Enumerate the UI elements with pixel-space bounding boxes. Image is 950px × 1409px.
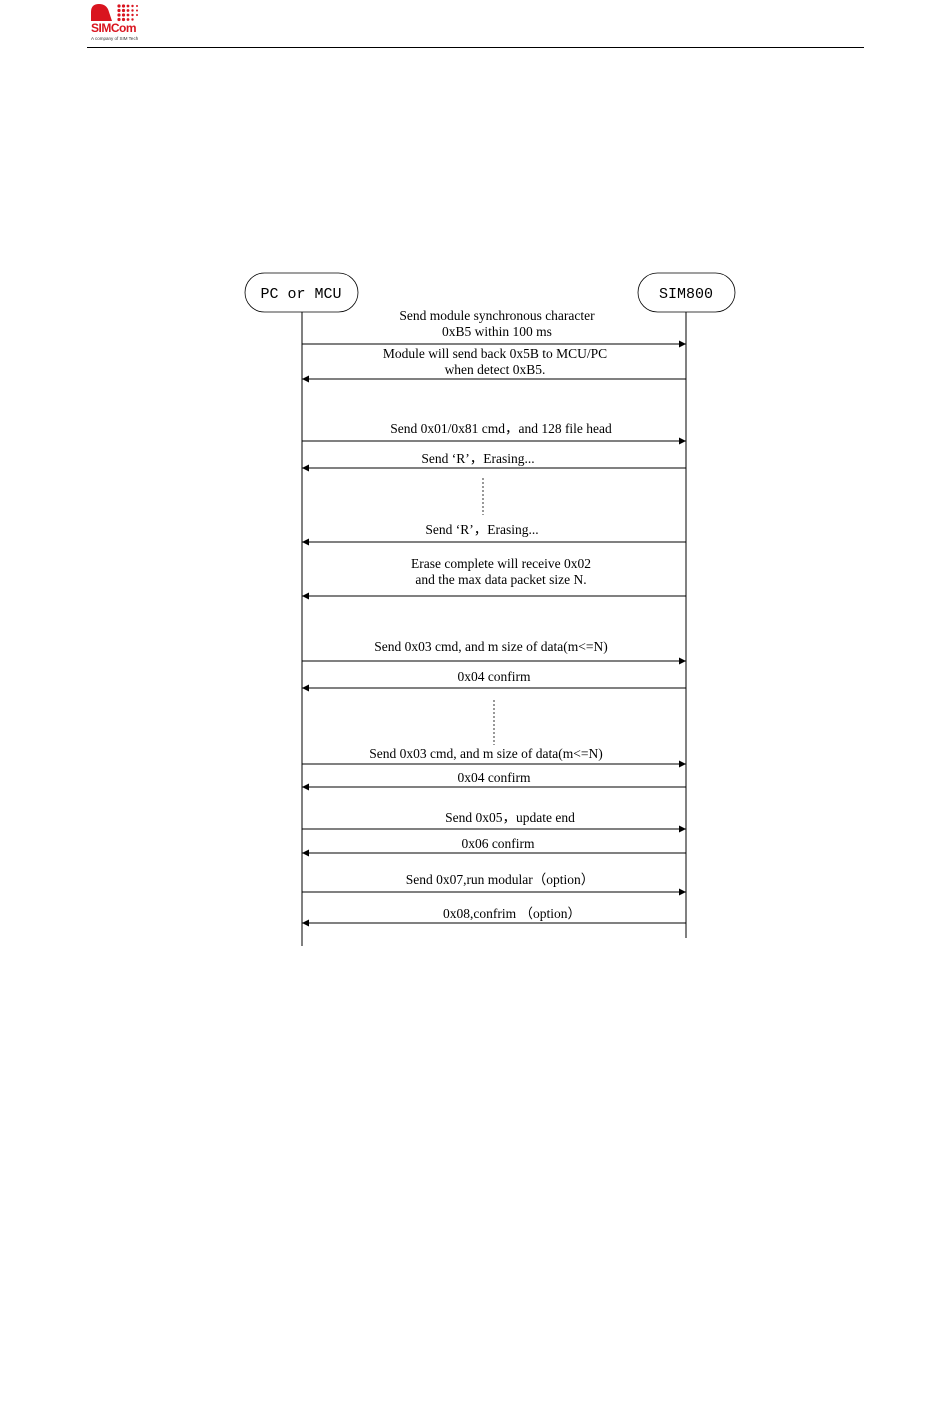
message-7: Send 0x03 cmd, and m size of data(m<=N) [302, 639, 686, 665]
message-label: 0xB5 within 100 ms [442, 324, 552, 339]
message-2: Module will send back 0x5B to MCU/PC whe… [302, 346, 686, 383]
simcom-logo: SIMCom A company of SIM Tech [88, 2, 144, 46]
message-label: 0x08,confrim （option） [443, 906, 581, 921]
message-label: Send 0x03 cmd, and m size of data(m<=N) [369, 746, 602, 761]
message-12: 0x06 confirm [302, 836, 686, 857]
message-label: 0x06 confirm [461, 836, 535, 851]
message-label: Send ‘R’，Erasing... [421, 451, 534, 466]
message-14: 0x08,confrim （option） [302, 906, 686, 927]
message-13: Send 0x07,run modular（option） [302, 872, 686, 896]
message-1: Send module synchronous character 0xB5 w… [302, 308, 686, 348]
message-label: Send ‘R’，Erasing... [425, 522, 538, 537]
message-label: Module will send back 0x5B to MCU/PC [383, 346, 607, 361]
message-3: Send 0x01/0x81 cmd，and 128 file head [302, 421, 686, 445]
participant-sim800: SIM800 [637, 272, 736, 313]
message-8: 0x04 confirm [302, 669, 686, 692]
logo-brand-sim: SIM [91, 21, 111, 35]
logo-brand-com: Com [110, 21, 137, 35]
message-11: Send 0x05，update end [302, 810, 686, 833]
message-label: Send 0x03 cmd, and m size of data(m<=N) [374, 639, 607, 654]
message-5: Send ‘R’，Erasing... [302, 522, 686, 546]
logo-mark-icon [91, 4, 138, 22]
participant-pc-or-mcu: PC or MCU [244, 272, 359, 313]
message-label: when detect 0xB5. [445, 362, 546, 377]
logo-tagline: A company of SIM Tech [91, 36, 139, 41]
message-label: 0x04 confirm [457, 669, 531, 684]
message-label: Send 0x01/0x81 cmd，and 128 file head [390, 421, 612, 436]
message-9: Send 0x03 cmd, and m size of data(m<=N) [302, 746, 686, 768]
header-rule [87, 47, 864, 48]
message-label: Send 0x05，update end [445, 810, 575, 825]
message-4: Send ‘R’，Erasing... [302, 451, 686, 472]
logo-wordmark: SIMCom [91, 21, 137, 35]
message-10: 0x04 confirm [302, 770, 686, 791]
message-label: Send 0x07,run modular（option） [406, 872, 595, 887]
participant-label-pc: PC or MCU [260, 286, 341, 303]
participant-label-sim800: SIM800 [659, 286, 713, 303]
message-6: Erase complete will receive 0x02 and the… [302, 556, 686, 600]
message-label: and the max data packet size N. [415, 572, 586, 587]
message-label: 0x04 confirm [457, 770, 531, 785]
message-label: Send module synchronous character [399, 308, 595, 323]
message-label: Erase complete will receive 0x02 [411, 556, 591, 571]
